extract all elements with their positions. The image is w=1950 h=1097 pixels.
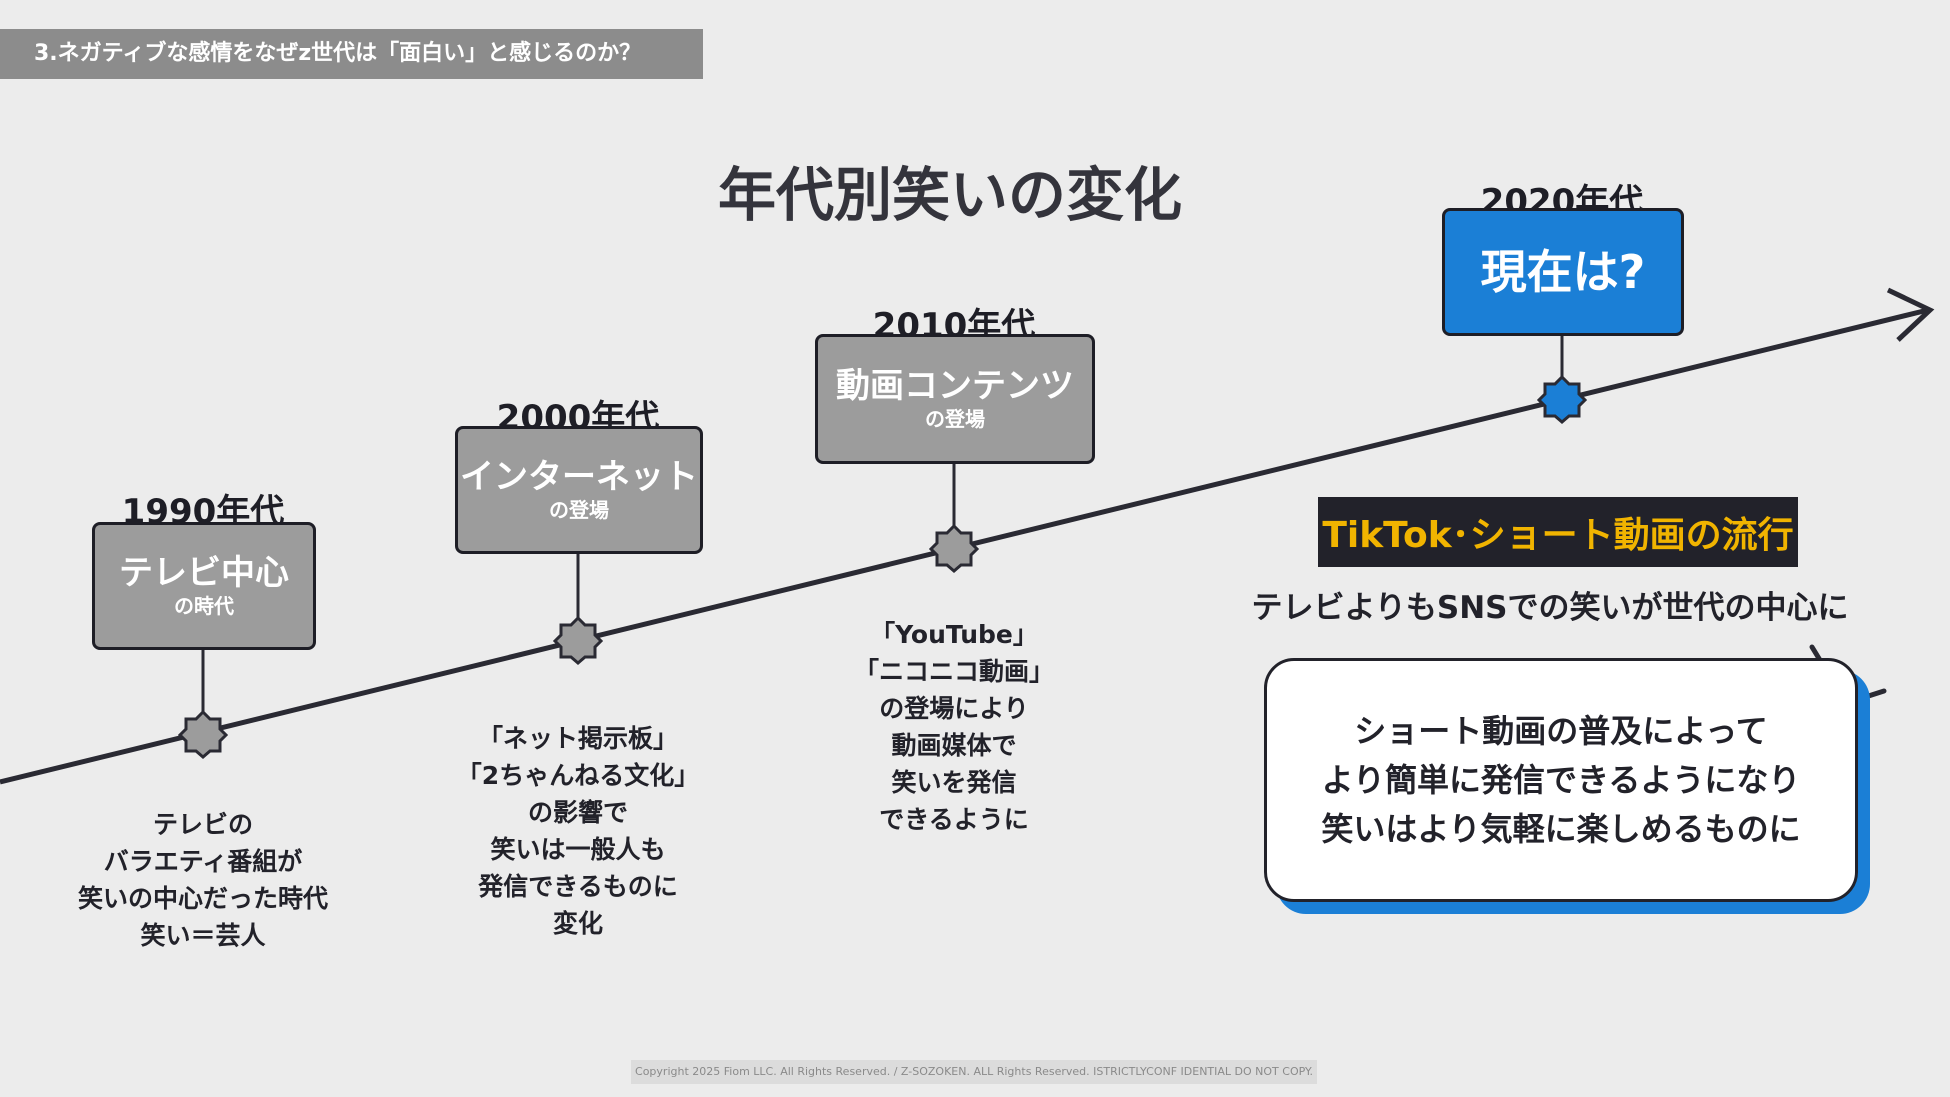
marker-2020	[1536, 374, 1588, 424]
desc-line: テレビの	[152, 810, 253, 839]
copyright-footer: Copyright 2025 Fiom LLC. All Rights Rese…	[631, 1060, 1317, 1084]
desc-line: 笑いの中心だった時代	[77, 884, 328, 913]
desc-line: 動画媒体で	[891, 731, 1017, 760]
era-box-title: インターネット	[460, 457, 698, 498]
desc-line: 「2ちゃんねる文化」	[456, 761, 700, 790]
desc-line: 笑い＝芸人	[140, 921, 266, 950]
era-box-title: 現在は?	[1480, 244, 1646, 299]
era-box-title: テレビ中心	[119, 553, 289, 594]
era-description-2010: 「YouTube」 「ニコニコ動画」 の登場により 動画媒体で 笑いを発信 でき…	[784, 616, 1124, 838]
marker-1990	[177, 709, 229, 759]
era-box-2000: インターネット の登場	[455, 426, 703, 554]
bubble-line: 笑いはより気軽に楽しめるものに	[1321, 809, 1801, 848]
bubble-line: ショート動画の普及によって	[1354, 711, 1768, 750]
era-box-2020: 現在は?	[1442, 208, 1684, 336]
era-box-title: 動画コンテンツ	[836, 366, 1074, 407]
desc-line: 笑いを発信	[891, 768, 1017, 797]
marker-2010	[928, 523, 980, 573]
desc-line: 「ネット掲示板」	[477, 724, 678, 753]
section-tag: 3.ネガティブな感情をなぜz世代は「面白い」と感じるのか？	[0, 29, 703, 79]
bubble-line: より簡単に発信できるようになり	[1321, 760, 1801, 799]
desc-line: バラエティ番組が	[103, 847, 303, 876]
marker-2000	[552, 615, 604, 665]
desc-line: できるように	[879, 805, 1029, 834]
era-description-1990: テレビの バラエティ番組が 笑いの中心だった時代 笑い＝芸人	[33, 806, 373, 954]
era-box-2010: 動画コンテンツ の登場	[815, 334, 1095, 464]
tiktok-trend-badge: TikTok･ショート動画の流行	[1318, 497, 1798, 567]
desc-line: 「ニコニコ動画」	[853, 657, 1054, 686]
desc-line: の登場により	[879, 694, 1029, 723]
desc-line: 笑いは一般人も	[490, 835, 666, 864]
desc-line: の影響で	[527, 798, 628, 827]
timeline-arrow-head	[1886, 287, 1935, 342]
era-description-2000: 「ネット掲示板」 「2ちゃんねる文化」 の影響で 笑いは一般人も 発信できるもの…	[408, 720, 748, 942]
desc-line: 変化	[552, 909, 603, 938]
sns-headline: テレビよりもSNSでの笑いが世代の中心に	[1251, 590, 1849, 626]
era-box-subtitle: の登場	[549, 497, 609, 522]
desc-line: 発信できるものに	[478, 872, 678, 901]
page-title: 年代別笑いの変化	[717, 161, 1182, 229]
era-box-1990: テレビ中心 の時代	[92, 522, 316, 650]
era-box-subtitle: の登場	[925, 406, 985, 431]
desc-line: 「YouTube」	[870, 620, 1038, 649]
era-box-subtitle: の時代	[174, 593, 234, 618]
speech-bubble: ショート動画の普及によって より簡単に発信できるようになり 笑いはより気軽に楽し…	[1264, 658, 1858, 902]
